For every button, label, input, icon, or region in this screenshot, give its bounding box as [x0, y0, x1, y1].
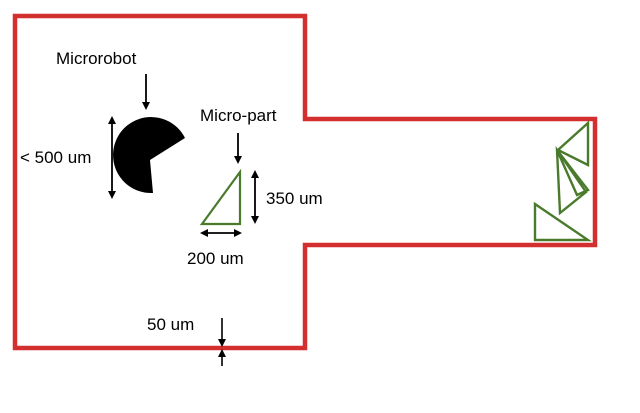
microrobot-shape	[113, 117, 185, 194]
part-height-label: 350 um	[266, 189, 323, 208]
assembled-part-4	[533, 201, 592, 242]
micro-part-label: Micro-part	[200, 106, 277, 125]
micro-part-triangle	[199, 168, 242, 226]
workspace-boundary	[12, 13, 598, 351]
wall-thickness-label: 50 um	[147, 315, 194, 334]
robot-size-label: < 500 um	[20, 148, 91, 167]
part-width-label: 200 um	[187, 249, 244, 268]
assembled-part-1	[555, 120, 590, 167]
microrobot-label: Microrobot	[56, 49, 137, 68]
assembled-part-2	[555, 149, 590, 197]
assembled-parts-group	[533, 120, 592, 242]
assembled-part-3	[555, 145, 588, 216]
